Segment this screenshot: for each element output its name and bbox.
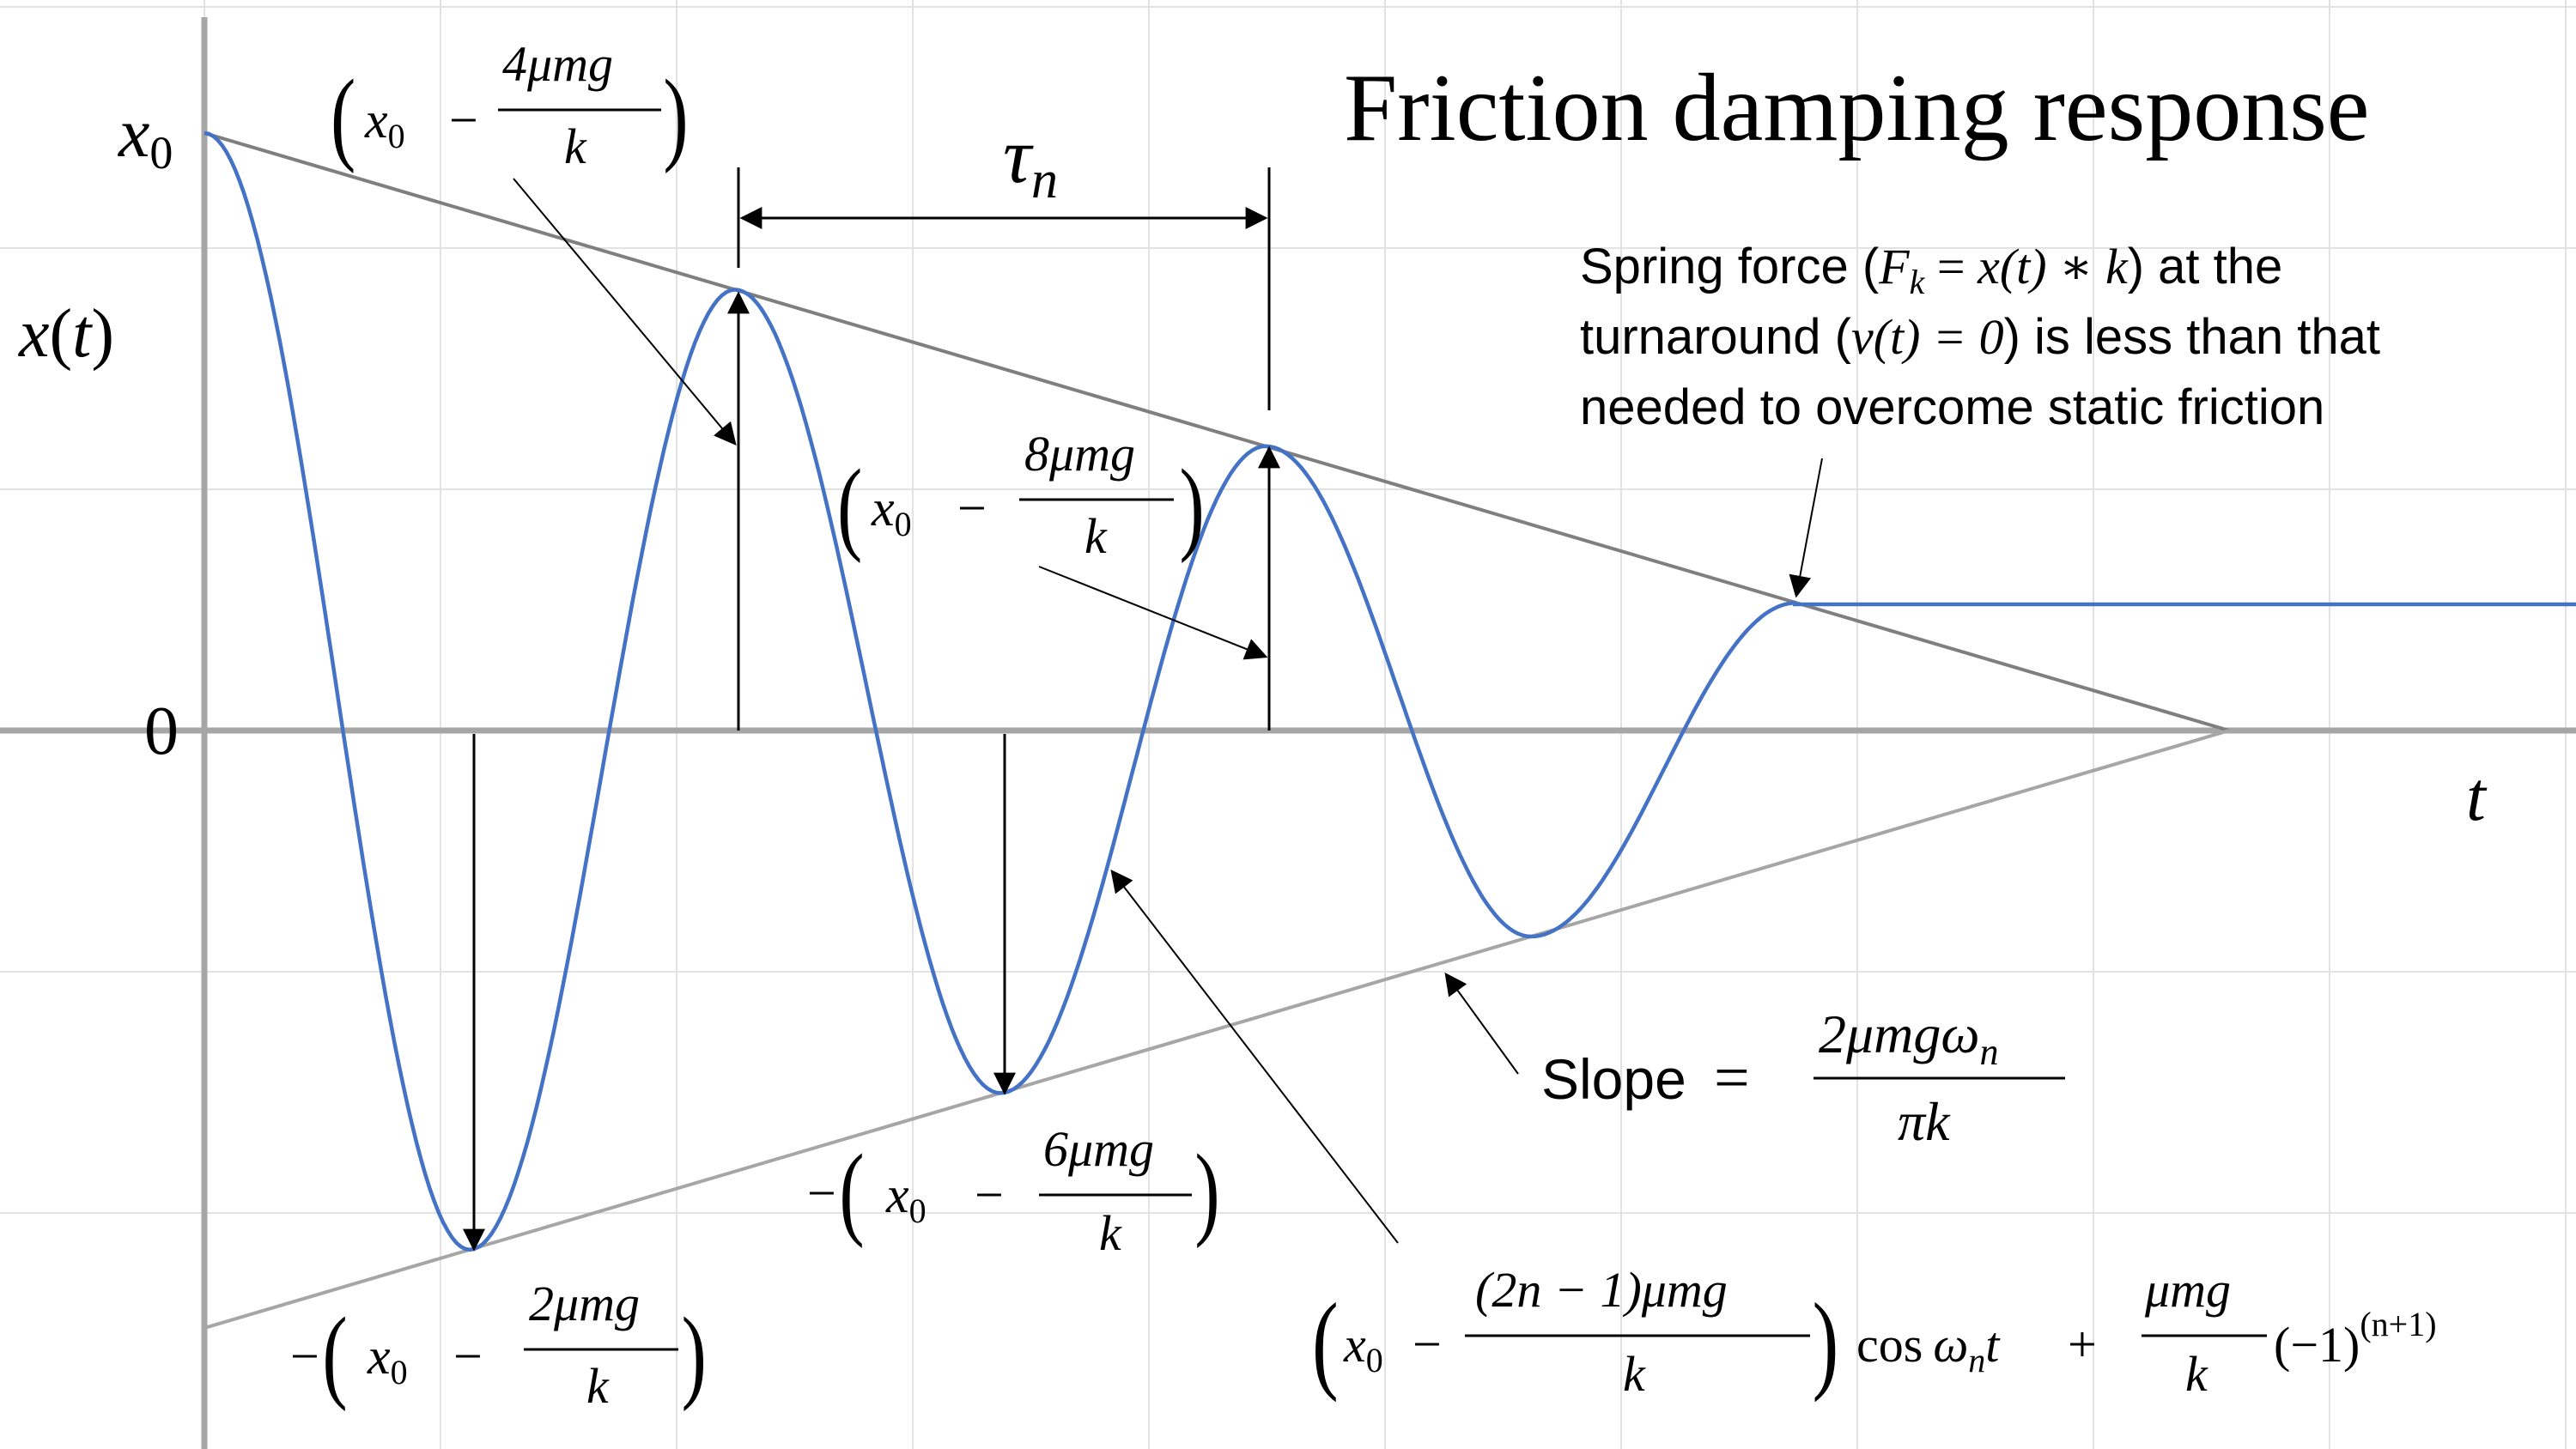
svg-text:−: − bbox=[449, 92, 478, 149]
svg-text:−: − bbox=[807, 1165, 836, 1222]
x-axis-label: t bbox=[2466, 757, 2488, 835]
y-axis-label: x(t) bbox=[18, 296, 114, 372]
svg-text:): ) bbox=[1194, 1132, 1219, 1248]
svg-text:−: − bbox=[975, 1167, 1004, 1223]
svg-text:6μmg: 6μmg bbox=[1043, 1121, 1154, 1177]
svg-text:turnaround (v(t) = 0) is less: turnaround (v(t) = 0) is less than that bbox=[1580, 309, 2380, 365]
lower-envelope-line bbox=[204, 729, 2230, 1330]
svg-text:needed to overcome static fric: needed to overcome static friction bbox=[1580, 379, 2324, 435]
svg-text:k: k bbox=[564, 118, 587, 174]
x0-label: x0 bbox=[118, 94, 173, 179]
svg-text:Slope: Slope bbox=[1541, 1047, 1686, 1111]
svg-text:x0: x0 bbox=[885, 1167, 927, 1230]
label-peak1: ( x0 − 4μmg k ) bbox=[331, 36, 689, 174]
svg-text:): ) bbox=[663, 58, 688, 173]
svg-text:x0: x0 bbox=[364, 92, 405, 155]
zero-label: 0 bbox=[144, 694, 179, 769]
period-marker bbox=[737, 167, 1271, 410]
label-trough2: − ( x0 − 6μmg k ) bbox=[807, 1121, 1220, 1261]
leader-slope bbox=[1444, 972, 1519, 1075]
svg-text:): ) bbox=[1813, 1282, 1839, 1404]
slope-label: Slope = 2μmgωn πk bbox=[1541, 1003, 2065, 1152]
turnaround-note: Spring force (Fk = x(t) ∗ k) at the turn… bbox=[1580, 239, 2380, 435]
svg-text:−: − bbox=[453, 1328, 483, 1385]
leader-peak2 bbox=[1038, 566, 1268, 660]
amplitude-arrows bbox=[463, 291, 1280, 1252]
svg-text:k: k bbox=[1084, 508, 1108, 564]
svg-text:(: ( bbox=[837, 447, 862, 563]
svg-text:Spring force (Fk = x(t) ∗ k) a: Spring force (Fk = x(t) ∗ k) at the bbox=[1580, 239, 2282, 301]
leader-arrows bbox=[513, 178, 1823, 1244]
leader-note bbox=[1789, 458, 1823, 598]
svg-text:k: k bbox=[1099, 1205, 1122, 1261]
svg-text:−: − bbox=[957, 480, 987, 537]
svg-text:−: − bbox=[290, 1328, 319, 1385]
label-trough1: − ( x0 − 2μmg k ) bbox=[290, 1276, 707, 1414]
page-title: Friction damping response bbox=[1344, 55, 2369, 161]
svg-text:x0: x0 bbox=[367, 1328, 408, 1391]
svg-text:(−1)(n+1): (−1)(n+1) bbox=[2274, 1305, 2437, 1373]
svg-text:(: ( bbox=[1312, 1282, 1339, 1404]
svg-text:(2n − 1)μmg: (2n − 1)μmg bbox=[1475, 1262, 1728, 1318]
svg-text:(: ( bbox=[331, 58, 355, 173]
svg-text:): ) bbox=[682, 1295, 707, 1411]
svg-text:πk: πk bbox=[1898, 1091, 1951, 1152]
svg-text:k: k bbox=[586, 1358, 610, 1414]
svg-text:x0: x0 bbox=[1343, 1317, 1383, 1379]
svg-text:=: = bbox=[1714, 1043, 1750, 1113]
svg-text:2μmg: 2μmg bbox=[529, 1276, 640, 1331]
svg-text:+: + bbox=[2068, 1316, 2097, 1373]
svg-text:): ) bbox=[1180, 447, 1205, 563]
upper-envelope-line bbox=[204, 131, 2230, 732]
tau-n-label: τn bbox=[1003, 112, 1058, 209]
svg-text:k: k bbox=[2185, 1346, 2208, 1402]
label-peak2: ( x0 − 8μmg k ) bbox=[837, 426, 1205, 564]
svg-text:(: ( bbox=[322, 1295, 347, 1411]
svg-text:2μmgωn: 2μmgωn bbox=[1819, 1003, 1999, 1073]
svg-text:4μmg: 4μmg bbox=[502, 36, 613, 92]
svg-text:x0: x0 bbox=[871, 480, 912, 543]
svg-text:−: − bbox=[1413, 1316, 1442, 1373]
leader-peak1 bbox=[513, 178, 737, 446]
svg-text:μmg: μmg bbox=[2144, 1262, 2231, 1318]
svg-text:8μmg: 8μmg bbox=[1024, 426, 1135, 482]
svg-text:k: k bbox=[1623, 1346, 1646, 1402]
leader-general bbox=[1110, 869, 1399, 1244]
svg-text:(: ( bbox=[839, 1132, 864, 1248]
